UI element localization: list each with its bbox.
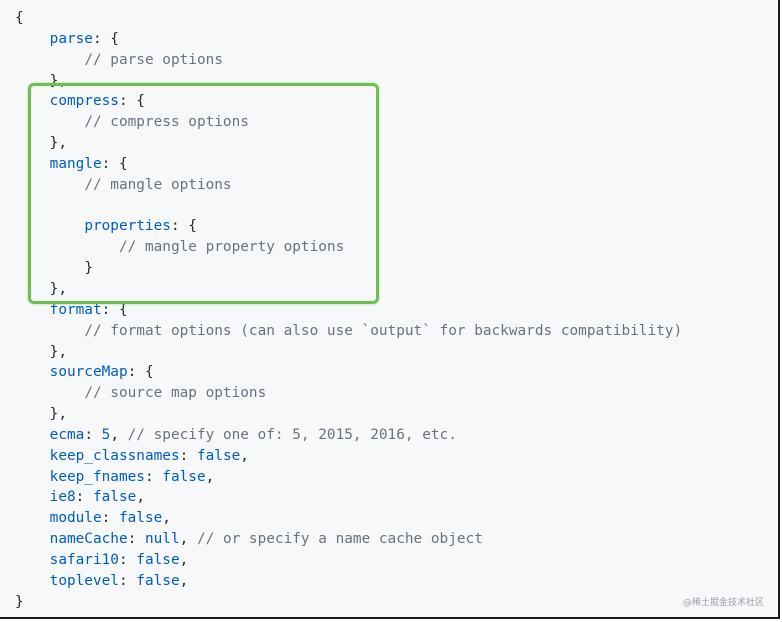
code-line: parse: { [15, 29, 682, 50]
code-key: keep_classnames [49, 447, 180, 464]
code-punct: }, [49, 72, 67, 89]
code-line: mangle: { [15, 154, 682, 175]
code-line: sourceMap: { [15, 362, 682, 383]
code-key: ecma [49, 426, 85, 443]
code-line: } [15, 258, 682, 279]
code-punct: : [127, 531, 145, 548]
code-value: false [162, 468, 206, 485]
code-punct: }, [49, 406, 67, 423]
code-comment: // or specify a name cache object [196, 531, 483, 548]
code-comment: // parse options [84, 51, 223, 68]
code-line: compress: { [15, 91, 682, 112]
code-value: false [196, 447, 241, 464]
code-content: { parse: { // parse options }, compress:… [15, 8, 682, 612]
code-line: } [15, 592, 682, 613]
code-punct: : { [101, 155, 128, 172]
code-punct: , [179, 572, 189, 589]
code-punct: : [75, 489, 93, 506]
code-line: properties: { [15, 216, 682, 237]
code-punct: : [179, 447, 197, 464]
code-punct: : [144, 468, 163, 485]
code-line: // format options (can also use `output`… [15, 321, 682, 342]
code-value: false [136, 572, 180, 589]
code-punct: : { [92, 30, 119, 47]
code-key: compress [49, 93, 119, 110]
code-punct: }, [49, 135, 67, 152]
code-punct: : [101, 510, 119, 527]
code-line: { [15, 8, 682, 29]
code-comment: // mangle options [84, 176, 232, 193]
code-value: false [136, 551, 180, 568]
code-value: null [144, 531, 180, 548]
code-punct: , [179, 551, 189, 568]
code-line: }, [15, 71, 682, 92]
code-punct: } [15, 593, 24, 610]
code-comment: // compress options [84, 114, 249, 131]
code-value: false [92, 489, 137, 506]
code-line: keep_classnames: false, [15, 446, 682, 467]
code-line: ie8: false, [15, 487, 682, 508]
code-value: 5 [101, 426, 111, 443]
code-punct: } [84, 260, 93, 277]
code-punct: : [84, 426, 102, 443]
code-punct: { [15, 10, 24, 26]
code-key: nameCache [49, 531, 128, 548]
code-key: ie8 [49, 489, 76, 506]
code-punct: , [179, 531, 197, 548]
code-comment: // source map options [84, 385, 267, 402]
code-line: nameCache: null, // or specify a name ca… [15, 529, 682, 550]
code-key: keep_fnames [49, 468, 145, 485]
code-line: // parse options [15, 50, 682, 71]
code-punct: : { [170, 218, 197, 235]
code-punct: }, [49, 343, 67, 360]
code-comment: // mangle property options [118, 239, 345, 256]
code-line: }, [15, 133, 682, 154]
code-key: module [49, 510, 102, 527]
code-key: mangle [49, 155, 102, 172]
code-punct: , [110, 426, 128, 443]
code-line: // compress options [15, 112, 682, 133]
code-line [15, 196, 682, 217]
code-punct: : { [101, 301, 128, 318]
code-line: // source map options [15, 383, 682, 404]
code-line: }, [15, 404, 682, 425]
code-punct: , [205, 468, 215, 485]
code-comment: // specify one of: 5, 2015, 2016, etc. [127, 426, 457, 443]
code-punct: , [240, 447, 249, 464]
code-key: sourceMap [49, 364, 128, 381]
code-line: // mangle options [15, 175, 682, 196]
code-line: // mangle property options [15, 237, 682, 258]
code-line: }, [15, 342, 682, 363]
code-value: false [118, 510, 163, 527]
code-key: parse [49, 30, 93, 47]
code-line: keep_fnames: false, [15, 467, 682, 488]
code-punct: : { [127, 364, 154, 381]
code-punct: : { [118, 93, 145, 110]
code-line: }, [15, 279, 682, 300]
code-punct: , [136, 489, 145, 506]
code-comment: // format options (can also use `output`… [84, 322, 683, 339]
code-line: format: { [15, 300, 682, 321]
code-punct: , [162, 510, 171, 527]
code-line: toplevel: false, [15, 571, 682, 592]
code-key: safari10 [49, 551, 119, 568]
code-punct: }, [49, 280, 67, 297]
code-punct: : [118, 572, 137, 589]
watermark: @稀土掘金技术社区 [682, 598, 764, 608]
code-key: toplevel [49, 572, 119, 589]
code-key: format [49, 301, 102, 318]
code-line: module: false, [15, 508, 682, 529]
code-line: ecma: 5, // specify one of: 5, 2015, 201… [15, 425, 682, 446]
code-line: safari10: false, [15, 550, 682, 571]
code-punct: : [118, 551, 137, 568]
code-key: properties [84, 218, 171, 235]
